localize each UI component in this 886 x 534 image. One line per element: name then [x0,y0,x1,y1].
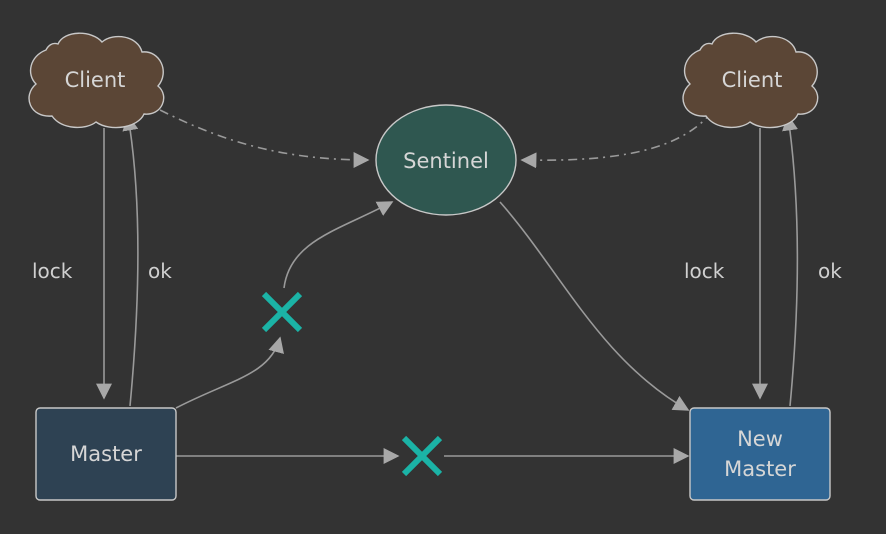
right-lock-label: lock [684,259,725,283]
new-master-label-line2: Master [724,457,796,481]
edge-right-client-to-sentinel [520,111,713,169]
sentinel-node: Sentinel [375,104,517,216]
left-ok-label: ok [148,259,172,283]
sentinel-label: Sentinel [403,149,489,173]
edge-right-ok [782,114,799,407]
master-shape [35,407,177,501]
left-lock-label: lock [32,259,73,283]
new-master-shape [689,407,831,501]
client-left-node: Client [28,32,165,129]
cloud-shape-right [682,32,819,129]
new-master-node: New Master [689,407,831,501]
edge-master-to-upper-x [175,336,284,409]
x-mark-icon [261,291,303,333]
edge-left-client-to-sentinel [159,109,370,168]
master-node: Master [35,407,177,501]
client-right-label: Client [722,68,783,92]
new-master-label-line1: New [737,427,783,451]
master-label: Master [70,442,142,466]
client-right-node: Client [682,32,819,129]
edge-sentinel-to-new-master [499,201,690,411]
cloud-shape-left [28,32,165,129]
edge-upper-x-to-sentinel [283,201,394,289]
client-left-label: Client [65,68,126,92]
edge-left-ok [122,114,139,407]
x-mark-icon [401,435,443,477]
right-ok-label: ok [818,259,842,283]
sentinel-shape [375,104,517,216]
